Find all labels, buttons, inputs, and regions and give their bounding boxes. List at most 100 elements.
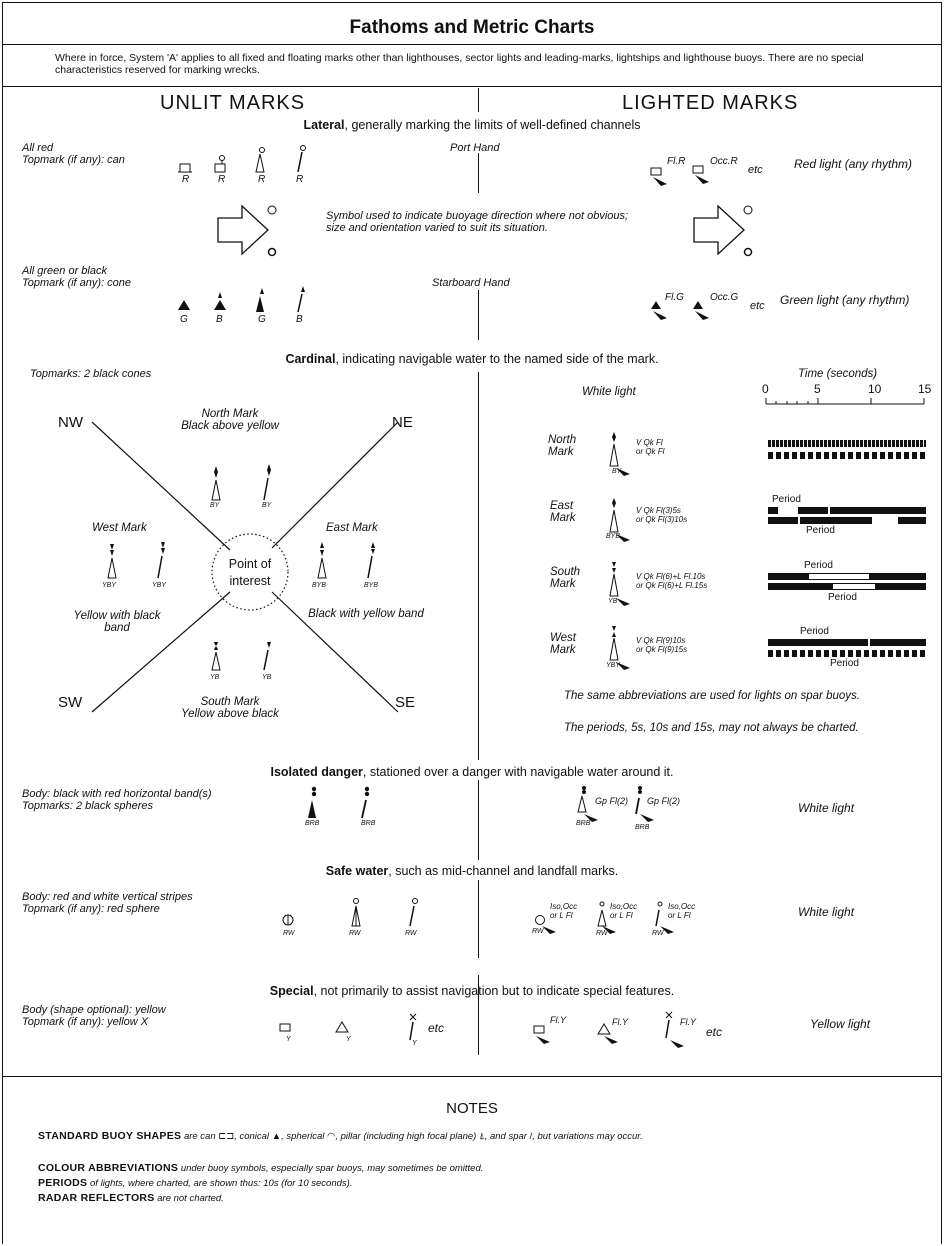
buoy-colour-code: R <box>182 174 190 185</box>
safe-topmark-label: Topmark (if any): red sphere <box>22 903 160 915</box>
buoy-colour-code: BYB <box>364 582 379 589</box>
south-spar-buoy-icon <box>263 642 271 671</box>
west-mark-label: West Mark <box>92 522 147 534</box>
buoy-colour-code: BRB <box>361 820 376 827</box>
conical-buoy-icon <box>335 1021 349 1033</box>
special-topmark-label: Topmark (if any): yellow X <box>22 1016 149 1028</box>
light-character: Fl.Y <box>612 1017 629 1027</box>
buoy-colour-code: BY <box>262 502 272 509</box>
east-mark-desc: Black with yellow band <box>308 608 424 620</box>
port-body-label: All red <box>22 142 54 154</box>
point-of-interest-circle <box>211 533 289 611</box>
special-buoys <box>279 1013 417 1041</box>
lit-conical-buoy-icon <box>651 301 667 320</box>
buoy-colour-code: YBY <box>606 662 621 669</box>
can-icon: ⊏⊐ <box>218 1131 235 1142</box>
lit-spherical-buoy-icon <box>535 915 556 934</box>
safe-water-heading: Safe water, such as mid-channel and land… <box>325 864 619 878</box>
starboard-hand-label: Starboard Hand <box>432 277 510 289</box>
spherical-icon: ◠ <box>327 1131 336 1142</box>
west-mark-desc: Yellow with black band <box>73 610 161 634</box>
cardinal-heading: Cardinal, indicating navigable water to … <box>285 352 659 366</box>
buoy-colour-code: YB <box>262 674 272 681</box>
buoy-colour-code: Y <box>412 1040 417 1047</box>
buoy-colour-code: G <box>258 314 266 325</box>
west-light-name: West Mark <box>550 632 576 656</box>
can-buoy-icon <box>279 1023 291 1032</box>
qkfl6-light-timeline <box>768 583 926 590</box>
conical-icon: ▲ <box>271 1131 282 1142</box>
light-character: Occ.G <box>710 292 739 303</box>
isolated-danger-buoys <box>308 786 370 819</box>
buoy-colour-code: BY <box>210 502 220 509</box>
time-axis-label: Time (seconds) <box>798 368 878 380</box>
pillar-buoy-icon <box>308 786 317 818</box>
column-divider <box>478 88 479 112</box>
port-buoy-group <box>178 145 306 173</box>
title-divider <box>2 44 942 45</box>
buoy-colour-code: Y <box>346 1036 351 1043</box>
spar-abbreviation-note: The same abbreviations are used for ligh… <box>564 690 860 702</box>
west-pillar-buoy-icon <box>107 544 117 579</box>
south-light-name: South Mark <box>550 566 581 590</box>
pillar-buoy-icon <box>256 288 264 312</box>
notes-heading: NOTES <box>446 1100 498 1117</box>
white-light-label: White light <box>582 386 636 398</box>
page-title: Fathoms and Metric Charts <box>349 17 595 38</box>
buoy-colour-code: RW <box>652 930 664 937</box>
buoy-colour-code: YB <box>210 674 220 681</box>
buoy-colour-code: B <box>216 314 223 325</box>
se-label: SE <box>395 694 416 711</box>
east-mark-label: East Mark <box>326 522 378 534</box>
period-label: Period <box>806 525 835 536</box>
column-divider <box>478 780 479 860</box>
lit-conical-buoy-icon <box>693 301 709 320</box>
north-spar-buoy-icon <box>263 464 271 501</box>
port-topmark-label: Topmark (if any): can <box>22 154 125 166</box>
buoy-colour-code: R <box>258 174 266 185</box>
time-tick-label: 10 <box>868 382 882 396</box>
lit-spar-buoy-icon <box>665 1011 684 1048</box>
etc-label: etc <box>750 300 765 312</box>
pillar-buoy-icon <box>351 898 361 927</box>
safe-light-description: White light <box>798 905 855 919</box>
safe-body-label: Body: red and white vertical stripes <box>22 891 193 903</box>
pillar-icon: ⍋ <box>478 1131 485 1142</box>
buoy-colour-code: RW <box>283 930 295 937</box>
buoy-colour-code: Y <box>286 1036 291 1043</box>
vqkfl3-light-timeline <box>768 507 926 514</box>
spar-buoy-icon <box>409 898 418 927</box>
etc-label: etc <box>428 1021 445 1035</box>
spar-buoy-icon <box>361 786 370 819</box>
column-divider <box>478 880 479 958</box>
spherical-buoy-icon <box>282 914 294 926</box>
notes-divider <box>2 1076 942 1077</box>
column-divider <box>478 290 479 340</box>
west-lit-buoy-icon <box>609 626 630 670</box>
direction-arrow-icon <box>217 204 277 257</box>
special-lit-buoys <box>533 1011 684 1048</box>
cardinal-topmarks-label: Topmarks: 2 black cones <box>30 368 152 380</box>
conical-buoy-icon <box>214 292 226 310</box>
lit-can-buoy-icon <box>650 167 667 186</box>
light-character: Gp Fl(2) <box>595 796 629 806</box>
can-buoy-icon <box>214 155 226 173</box>
lit-can-buoy-icon <box>692 165 709 184</box>
east-lit-buoy-icon <box>609 498 630 542</box>
isolated-danger-heading: Isolated danger, stationed over a danger… <box>270 765 674 779</box>
south-lit-buoy-icon <box>609 562 630 606</box>
starboard-lighted-buoys <box>651 301 709 320</box>
buoy-colour-code: RW <box>349 930 361 937</box>
column-divider <box>478 153 479 193</box>
vqkfl-light-timeline <box>768 440 926 447</box>
time-tick-label: 15 <box>918 382 932 396</box>
lit-spar-buoy-icon <box>635 786 654 822</box>
buoy-colour-code: RW <box>596 930 608 937</box>
buoy-colour-code: BRB <box>635 824 650 831</box>
buoy-colour-code: YBY <box>152 582 167 589</box>
